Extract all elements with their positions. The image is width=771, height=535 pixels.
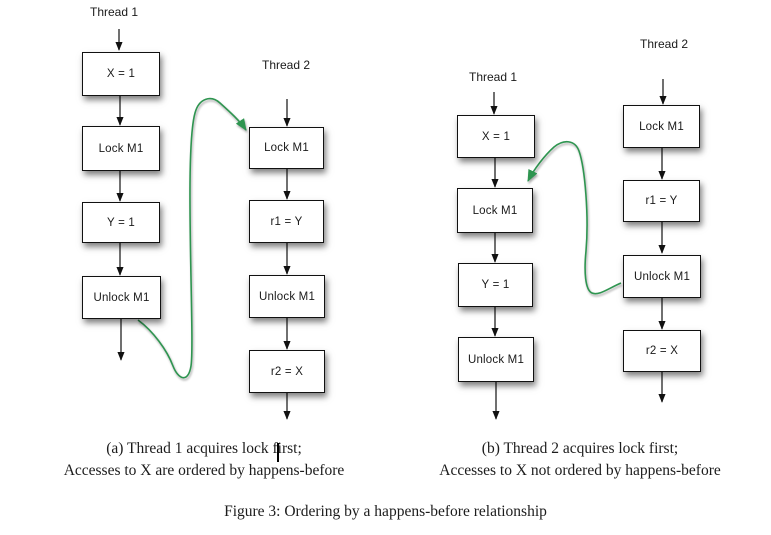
- node-lock-m1: Lock M1: [82, 126, 160, 171]
- node-r1-read: r1 = Y: [249, 200, 324, 243]
- node-x-assign: X = 1: [82, 52, 160, 96]
- text-cursor: [277, 443, 279, 462]
- node-r2-read: r2 = X: [249, 350, 325, 393]
- node-unlock-m1: Unlock M1: [623, 255, 701, 298]
- thread1-label-a: Thread 1: [89, 5, 139, 19]
- subcaption-b: (b) Thread 2 acquires lock first; Access…: [392, 438, 768, 482]
- subcaption-b-line1: (b) Thread 2 acquires lock first;: [481, 440, 679, 457]
- figure-caption: Figure 3: Ordering by a happens-before r…: [224, 503, 547, 520]
- node-y-assign: Y = 1: [458, 263, 533, 307]
- subcaption-a: (a) Thread 1 acquires lock first; Access…: [8, 438, 400, 482]
- node-lock-m1: Lock M1: [249, 127, 324, 169]
- node-unlock-m1: Unlock M1: [82, 276, 161, 319]
- node-x-assign: X = 1: [457, 115, 535, 158]
- subcaption-b-line2: Accesses to X not ordered by happens-bef…: [439, 462, 721, 479]
- node-r2-read: r2 = X: [623, 330, 701, 372]
- thread1-label-b: Thread 1: [468, 70, 518, 84]
- node-lock-m1: Lock M1: [457, 188, 533, 233]
- node-unlock-m1: Unlock M1: [249, 275, 325, 318]
- happens-before-arrow-b: [527, 141, 622, 295]
- node-lock-m1: Lock M1: [623, 105, 700, 148]
- node-unlock-m1: Unlock M1: [458, 337, 534, 382]
- thread2-label-b: Thread 2: [639, 37, 689, 51]
- subcaption-a-line1: (a) Thread 1 acquires lock first;: [106, 440, 302, 457]
- thread2-label-a: Thread 2: [261, 58, 311, 72]
- node-y-assign: Y = 1: [82, 202, 160, 243]
- node-r1-read: r1 = Y: [623, 180, 700, 222]
- subcaption-a-line2: Accesses to X are ordered by happens-bef…: [63, 462, 345, 479]
